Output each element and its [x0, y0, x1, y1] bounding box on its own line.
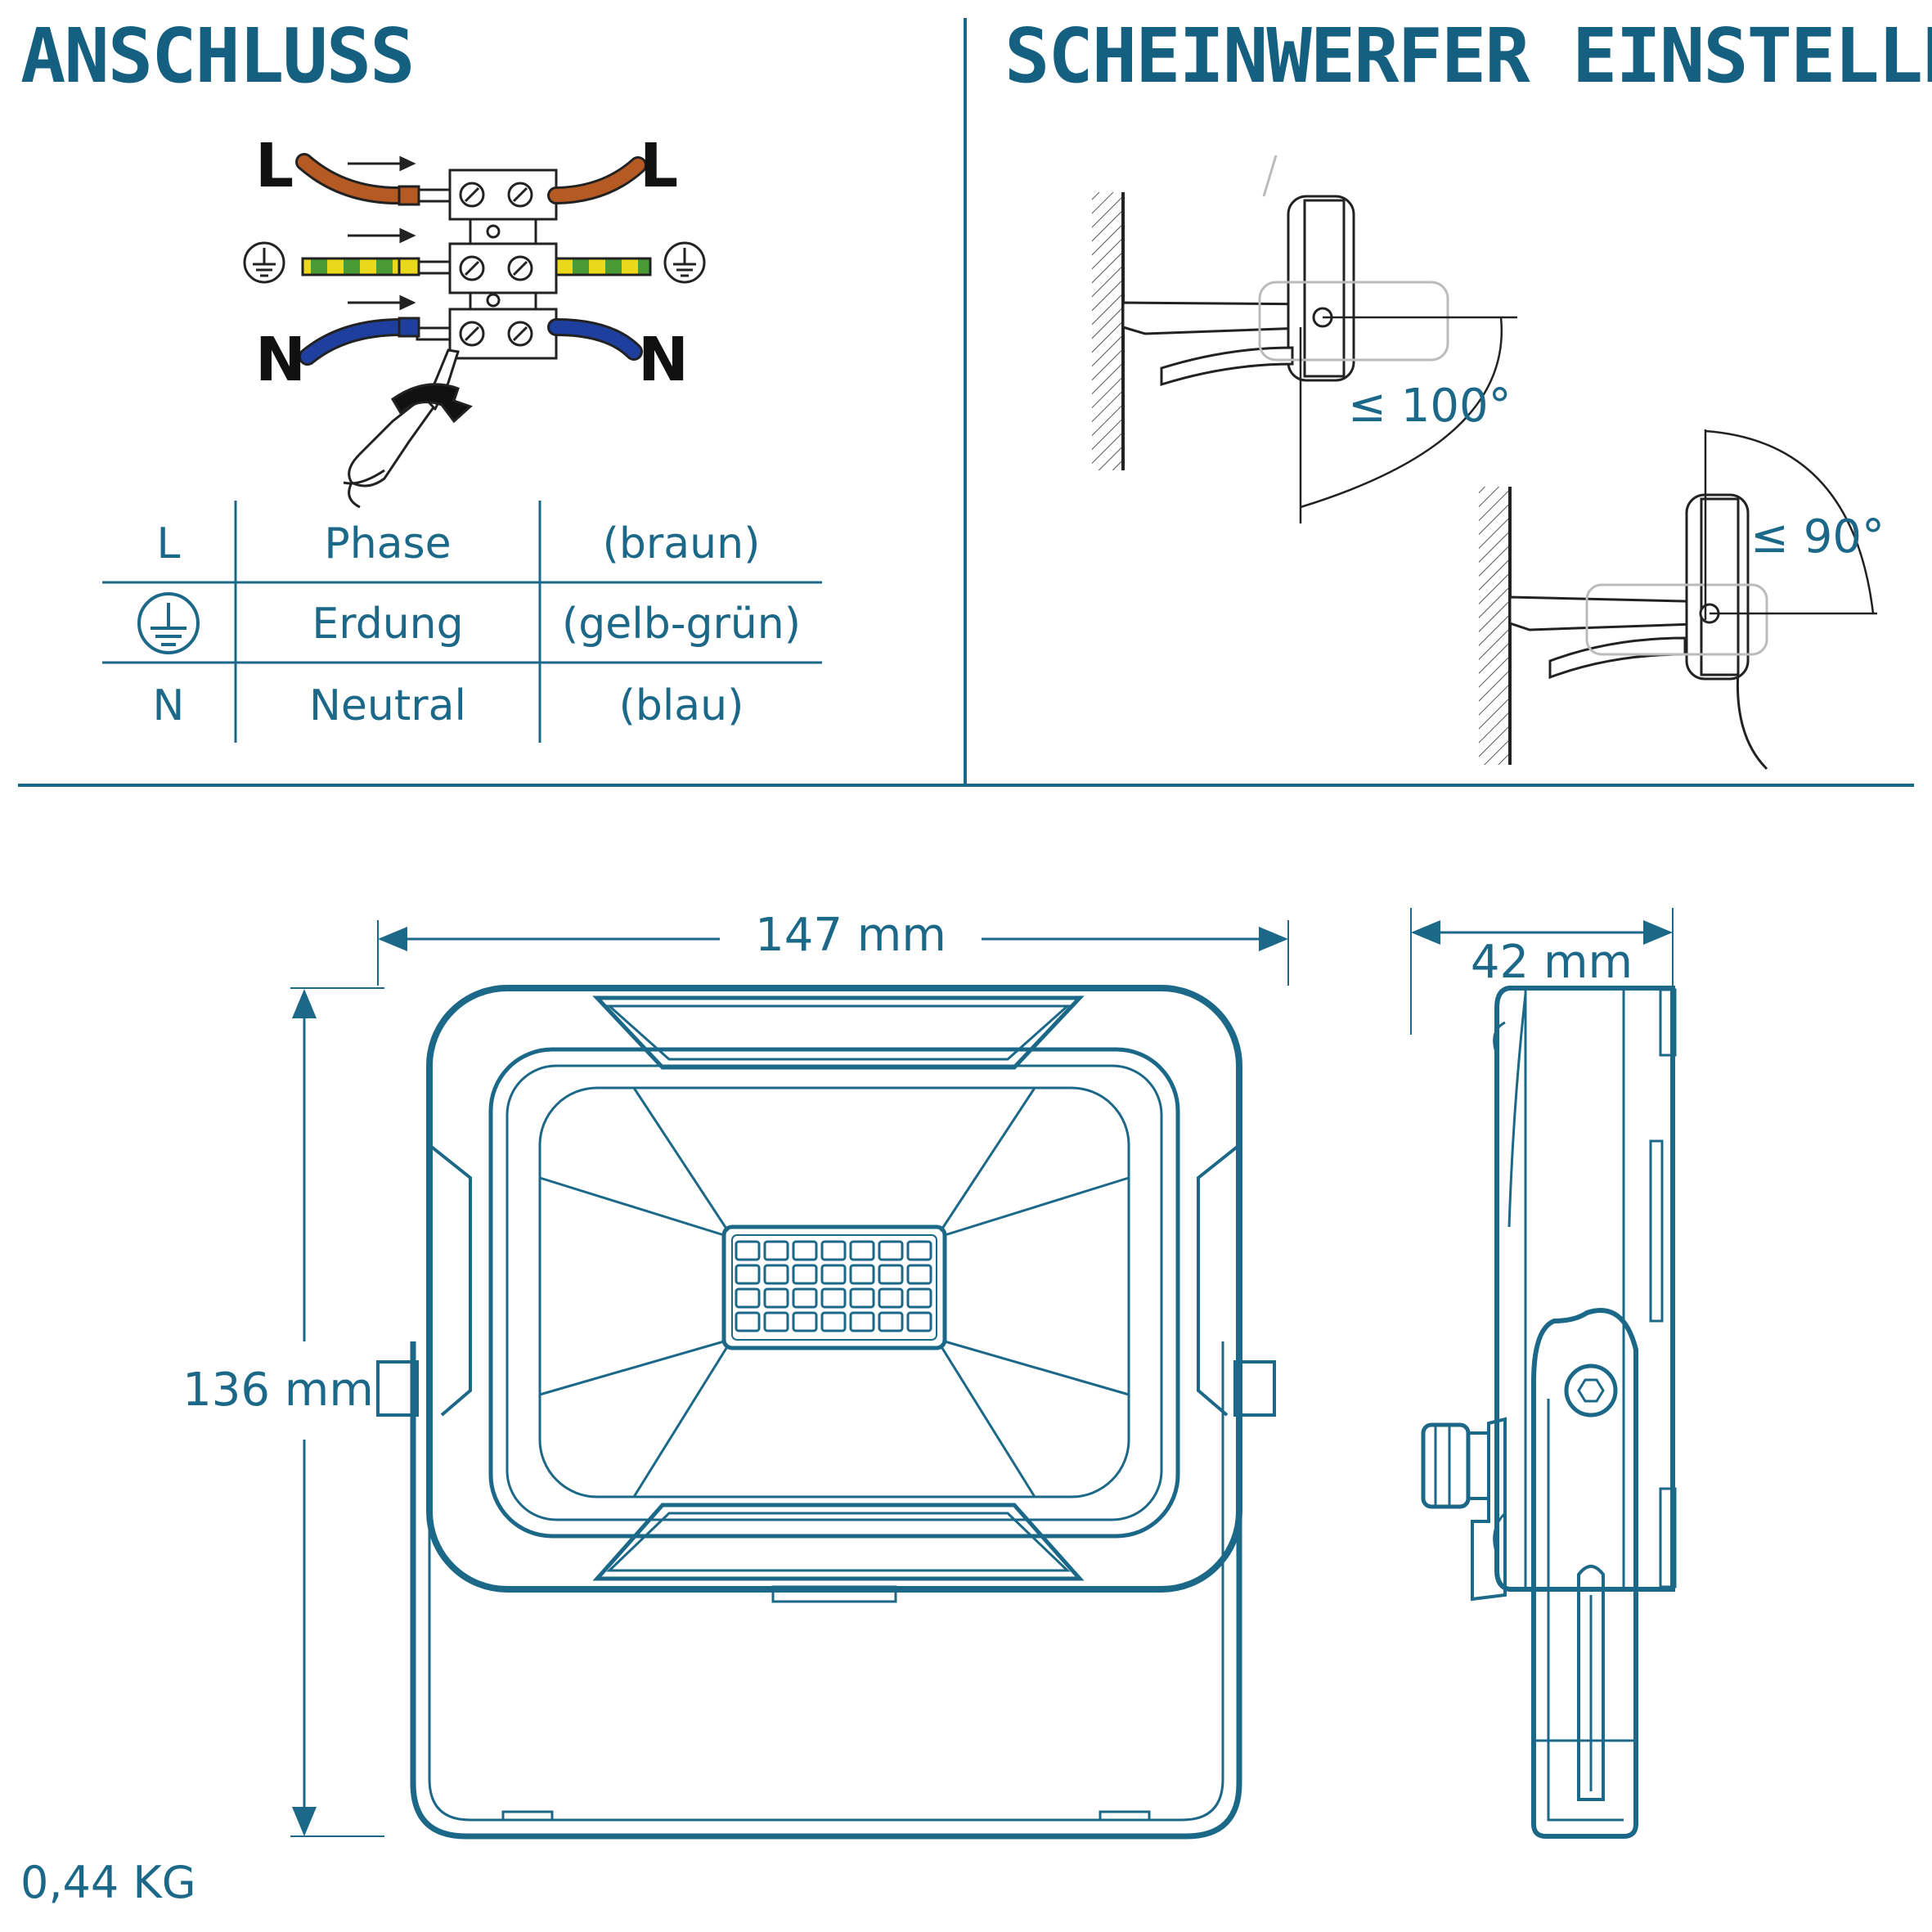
angle-label-100: ≤ 100°: [1348, 380, 1512, 433]
legend-name: Neutral: [309, 681, 466, 730]
wire-label-l-right: L: [640, 131, 678, 201]
dimension-width: 147 mm: [755, 909, 946, 962]
floodlight-side-view: [1410, 908, 1677, 1839]
adjust-diagram-2: ≤ 90°: [1479, 429, 1885, 771]
wire-earth-right: [555, 257, 652, 276]
wiring-diagram: L L N N: [243, 131, 706, 509]
legend-color: (blau): [619, 681, 744, 730]
connection-title: ANSCHLUSS: [20, 12, 414, 100]
legend-color: (gelb-grün): [562, 600, 801, 649]
earth-icon: [137, 592, 200, 654]
legend-color: (braun): [603, 519, 761, 568]
wire-earth-left: [301, 257, 402, 276]
screw-icon: [459, 182, 533, 347]
arrow-icon: [348, 155, 416, 311]
wire-label-n-right: N: [638, 325, 689, 395]
legend-code: L: [157, 519, 181, 568]
wiring-legend-table: L Phase (braun) Erdung (gelb-grün) N Neu…: [102, 501, 822, 743]
adjust-title: SCHEINWERFER EINSTELLEN: [1004, 12, 1932, 100]
wire-label-n-left: N: [255, 325, 306, 395]
dimension-height: 136 mm: [182, 1364, 374, 1417]
earth-icon: [243, 241, 706, 284]
screwdriver-icon: [343, 348, 473, 509]
section-dividers: [18, 18, 1914, 787]
led-grid: [735, 1240, 932, 1332]
dimension-depth: 42 mm: [1471, 936, 1633, 989]
floodlight-front-view: [290, 920, 1289, 1840]
legend-code: N: [153, 681, 185, 730]
wire-label-l-left: L: [255, 131, 294, 201]
angle-label-90: ≤ 90°: [1750, 510, 1885, 564]
legend-name: Phase: [324, 519, 451, 568]
weight-label: 0,44 KG: [20, 1857, 196, 1908]
adjust-diagram-1: ≤ 100°: [1092, 155, 1517, 523]
legend-name: Erdung: [312, 600, 463, 649]
terminal-block: [416, 168, 558, 360]
